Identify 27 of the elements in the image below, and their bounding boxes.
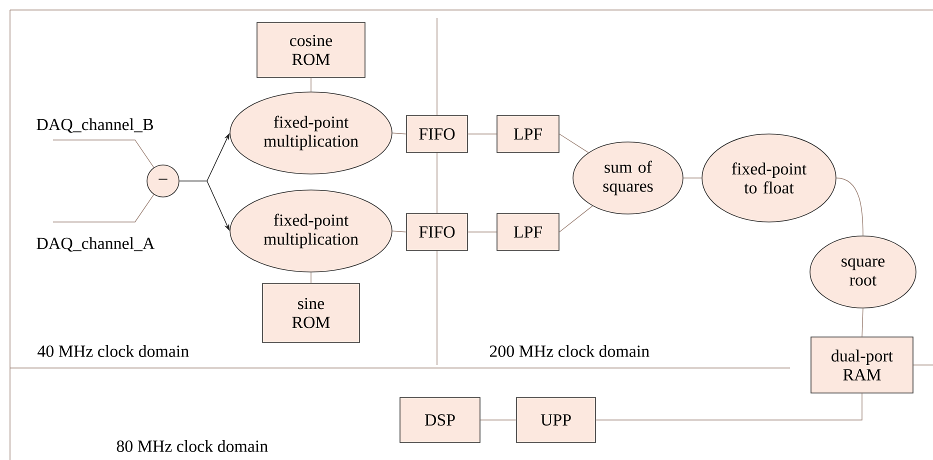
connector-line (310, 78, 312, 92)
connector-line (392, 132, 406, 134)
connector-line (310, 272, 312, 284)
connector-line (913, 364, 933, 366)
input-label: DAQ_channel_A (36, 237, 155, 252)
process-box: cosine ROM (256, 22, 366, 78)
process-box: FIFO (406, 213, 468, 251)
connector-line (836, 178, 864, 236)
domain-label: 80 MHz clock domain (116, 440, 268, 452)
connector-line (52, 140, 154, 168)
connector-line (559, 206, 593, 232)
process-box: LPF (496, 115, 560, 153)
process-box: sine ROM (262, 283, 360, 343)
domain-label: 40 MHz clock domain (38, 345, 189, 357)
connector-line (179, 180, 208, 182)
domain-label: 200 MHz clock domain (490, 345, 650, 357)
process-box: dual-port RAM (810, 336, 914, 394)
input-label: DAQ_channel_B (36, 118, 153, 133)
process-box: LPF (496, 213, 560, 251)
connector-line (392, 230, 406, 232)
process-box: DSP (400, 397, 480, 443)
connector-line (596, 393, 862, 420)
process-box: FIFO (406, 115, 468, 153)
connector-line (862, 308, 864, 337)
connector-line (559, 134, 589, 153)
connector-line (52, 194, 154, 222)
process-box: UPP (516, 397, 596, 443)
